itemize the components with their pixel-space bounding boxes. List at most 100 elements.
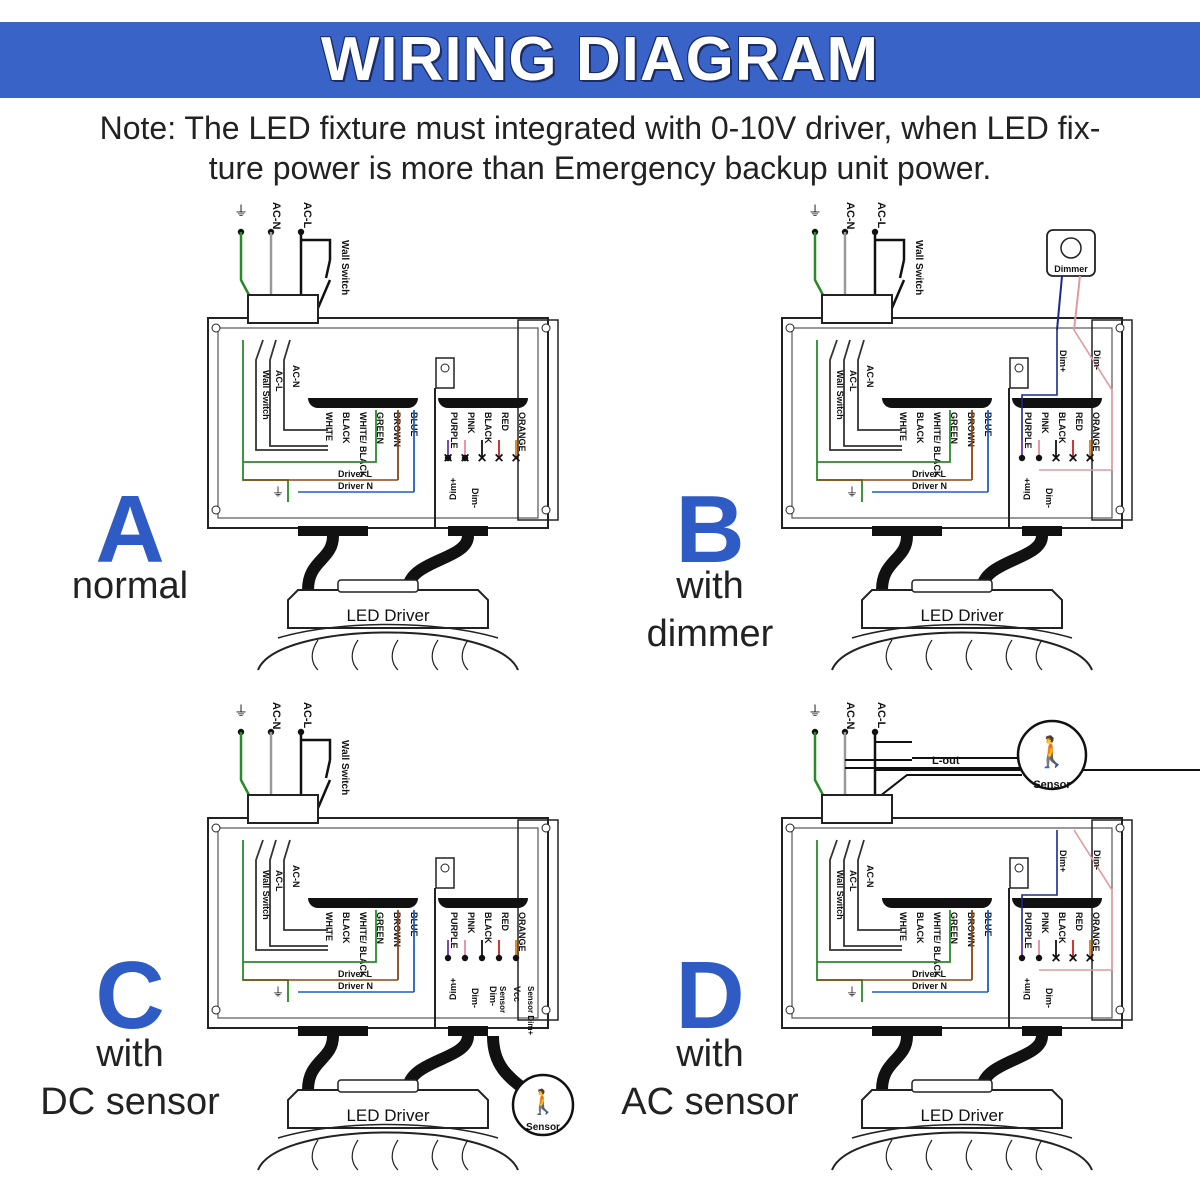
dim-wire-label-black: BLACK bbox=[483, 912, 493, 944]
ac-l-label: AC-L bbox=[301, 702, 313, 729]
ground-tab bbox=[435, 357, 455, 389]
inner-ac-n-label: AC-N bbox=[291, 365, 301, 388]
fixture-fin-1 bbox=[351, 1139, 359, 1171]
inner-switch-wire bbox=[255, 339, 328, 451]
wall-switch-lever bbox=[898, 259, 906, 279]
left-terminal-block bbox=[308, 398, 418, 408]
dim-wire-label-black: BLACK bbox=[483, 412, 493, 444]
ground-tab bbox=[1009, 857, 1029, 889]
wire-label-black: BLACK bbox=[341, 912, 351, 944]
panel-c-letter: C bbox=[95, 942, 165, 1049]
inner-ground-icon: ⏚ bbox=[272, 985, 284, 999]
junction-box-inner bbox=[217, 327, 539, 519]
led-driver-label: LED Driver bbox=[346, 1106, 429, 1125]
c-dim-minus-label: Dim- bbox=[488, 986, 498, 1006]
fixture-fin-4 bbox=[1035, 1139, 1043, 1171]
cable-gland-top bbox=[821, 794, 893, 824]
panel-d-caption-line-1: with bbox=[676, 1033, 744, 1075]
cut-wire-mark: × bbox=[1085, 450, 1094, 467]
left-terminal-block bbox=[882, 398, 992, 408]
cable-clamp-right bbox=[1022, 526, 1062, 536]
mounting-screw bbox=[541, 823, 551, 833]
switch-out-wire bbox=[316, 779, 332, 809]
fixture-fin-0 bbox=[311, 639, 319, 671]
mounting-screw bbox=[211, 505, 221, 515]
dim-wire-label-red: RED bbox=[1074, 912, 1084, 932]
cable-clamp-right bbox=[448, 526, 488, 536]
mounting-screw bbox=[1115, 323, 1125, 333]
dimmer-label: Dimmer bbox=[1054, 264, 1088, 274]
panel-a-caption-line-1: normal bbox=[71, 565, 189, 607]
panel-b-caption-line-2: dimmer bbox=[646, 613, 774, 655]
mounting-screw bbox=[211, 1005, 221, 1015]
right-terminal-block bbox=[438, 898, 528, 908]
dim-wire-label-orange: ORANGE bbox=[1091, 412, 1101, 452]
cable-clamp-left bbox=[298, 1026, 368, 1036]
green-wire bbox=[243, 410, 377, 463]
terminal-divider bbox=[1008, 388, 1010, 528]
cable-clamp-right bbox=[448, 1026, 488, 1036]
junction-dot bbox=[1018, 454, 1026, 462]
mounting-screw bbox=[211, 823, 221, 833]
wire-label-black: BLACK bbox=[915, 912, 925, 944]
panel-d-caption: with AC sensor bbox=[598, 1030, 822, 1126]
wall-switch-label: Wall Switch bbox=[913, 240, 924, 295]
ac-l-label: AC-L bbox=[301, 202, 313, 229]
cable-gland-top bbox=[247, 294, 319, 324]
fixture-fin-0 bbox=[311, 1139, 319, 1171]
mounting-screw bbox=[785, 505, 795, 515]
dim-wire-label-black: BLACK bbox=[1057, 912, 1067, 944]
led-fixture-shade bbox=[831, 631, 1093, 671]
inner-ground-icon: ⏚ bbox=[846, 985, 858, 999]
ground-icon: ⏚ bbox=[234, 203, 248, 219]
inner-l-wire bbox=[269, 839, 328, 947]
junction-dot bbox=[444, 454, 452, 462]
title-banner bbox=[0, 22, 1200, 98]
driver-n-label: Driver N bbox=[912, 481, 947, 491]
inner-ground-icon: ⏚ bbox=[272, 485, 284, 499]
inner-wall-switch-label: Wall Switch bbox=[835, 370, 845, 420]
cable-clamp-left bbox=[872, 526, 942, 536]
led-driver-cap bbox=[911, 1079, 993, 1093]
dimmer-lead-1 bbox=[1056, 275, 1063, 331]
ground-tab-screw bbox=[1014, 363, 1024, 373]
box-side-flange bbox=[517, 819, 559, 1021]
wire-label-brown: BROWN bbox=[392, 412, 402, 447]
panel-c-caption-line-2: DC sensor bbox=[40, 1081, 220, 1123]
note-line-1: Note: The LED fixture must integrated wi… bbox=[99, 110, 1101, 146]
inner-ac-n-label: AC-N bbox=[291, 865, 301, 888]
driver-l-label: Driver L bbox=[912, 469, 947, 479]
motion-sensor-icon: 🚶 bbox=[1033, 734, 1070, 769]
dimmer-plus-wire bbox=[1021, 830, 1058, 940]
fixture-fin-1 bbox=[925, 1139, 933, 1171]
led-driver-cap bbox=[337, 1079, 419, 1093]
junction-box-housing bbox=[781, 317, 1123, 529]
driver-l-label: Driver L bbox=[338, 469, 373, 479]
inner-l-wire bbox=[843, 339, 902, 447]
dimmer-dim-minus-label: Dim- bbox=[1092, 850, 1102, 870]
fixture-fin-3 bbox=[431, 1139, 439, 1171]
led-driver-label: LED Driver bbox=[920, 1106, 1003, 1125]
dim-wire-label-red: RED bbox=[500, 412, 510, 432]
ground-icon: ⏚ bbox=[808, 703, 822, 719]
green-wire bbox=[817, 910, 951, 963]
dim-wire-label-purple: PURPLE bbox=[1023, 412, 1033, 449]
cut-wire-mark: × bbox=[1085, 950, 1094, 967]
led-driver-cap bbox=[911, 579, 993, 593]
wire-label-whiteblack: WHITE/ BLACK bbox=[932, 412, 942, 478]
fixture-fin-4 bbox=[461, 639, 469, 671]
panel-d-letter: D bbox=[675, 942, 745, 1049]
dim-wire-label-orange: ORANGE bbox=[517, 912, 527, 952]
driver-l-label: Driver L bbox=[912, 969, 947, 979]
right-terminal-block bbox=[1012, 898, 1102, 908]
ac-n-label: AC-N bbox=[844, 702, 856, 730]
mounting-screw bbox=[1115, 1005, 1125, 1015]
led-driver-label: LED Driver bbox=[920, 606, 1003, 625]
inner-switch-wire bbox=[829, 339, 902, 451]
fixture-fin-2 bbox=[391, 639, 399, 671]
dim-wire-label-orange: ORANGE bbox=[1091, 912, 1101, 952]
inner-switch-wire bbox=[255, 839, 328, 951]
ground-tab-screw bbox=[440, 863, 450, 873]
